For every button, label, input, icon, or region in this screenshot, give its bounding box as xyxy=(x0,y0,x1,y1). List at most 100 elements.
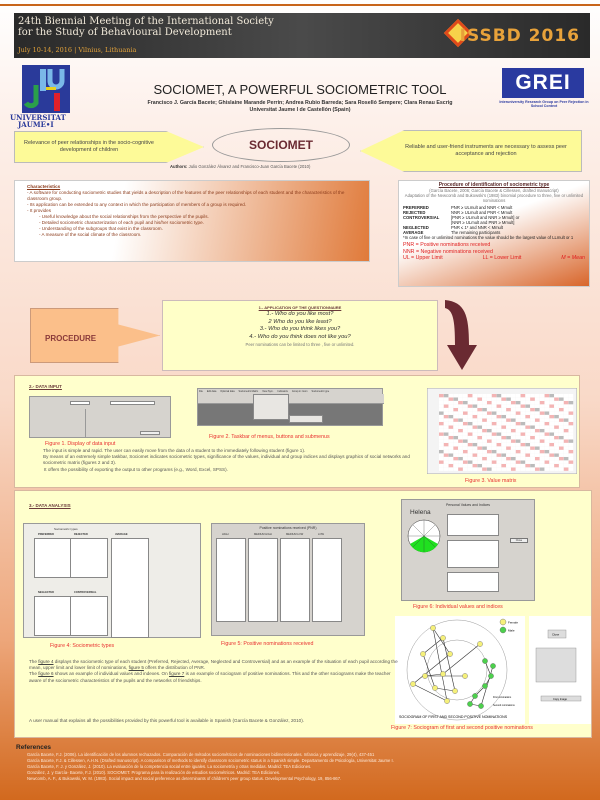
menu-item[interactable]: View Sym. xyxy=(262,390,274,393)
female-node[interactable] xyxy=(410,681,416,687)
female-node[interactable] xyxy=(452,688,458,694)
matrix-cell xyxy=(467,422,473,426)
rule-text: PNR ≤ 1* and NNR < Mmult xyxy=(451,225,503,230)
matrix-cell xyxy=(496,404,502,408)
matrix-cell xyxy=(515,467,521,471)
matrix-cell xyxy=(506,429,511,433)
matrix-cell xyxy=(439,394,444,398)
menu-item[interactable]: Sociometric type xyxy=(311,390,330,393)
reference-item: García Bacete, F. J. y González, J. (201… xyxy=(27,764,312,769)
matrix-cell xyxy=(467,429,473,433)
male-node[interactable] xyxy=(488,673,494,679)
female-node[interactable] xyxy=(477,641,483,647)
matrix-cell xyxy=(439,408,444,412)
pnr-list[interactable] xyxy=(248,538,278,622)
type-column-label: CONTROVERSIAL xyxy=(74,591,97,594)
uji-emblem-icon xyxy=(23,69,65,111)
figure7-link[interactable]: figure 7 xyxy=(168,671,185,677)
female-node[interactable] xyxy=(422,673,428,679)
matrix-cell xyxy=(544,411,550,415)
female-node[interactable] xyxy=(440,635,446,641)
matrix-cell xyxy=(549,446,554,450)
matrix-cell xyxy=(530,425,535,429)
pnr-list[interactable] xyxy=(312,538,342,622)
matrix-cell xyxy=(453,457,458,461)
pnr-list[interactable] xyxy=(280,538,310,622)
matrix-cell xyxy=(568,439,574,443)
female-node[interactable] xyxy=(432,685,438,691)
matrix-cell xyxy=(511,404,516,408)
matrix-cell xyxy=(544,432,550,436)
pnr-list[interactable] xyxy=(216,538,246,622)
type-list[interactable] xyxy=(34,596,72,636)
matrix-cell xyxy=(559,429,564,433)
matrix-cell xyxy=(458,408,463,412)
figure6-link[interactable]: figure 6 xyxy=(38,671,54,677)
matrix-cell xyxy=(487,408,492,412)
matrix-cell xyxy=(549,397,554,401)
matrix-cell xyxy=(448,415,454,419)
matrix-cell xyxy=(453,422,458,426)
matrix-cell xyxy=(554,432,559,436)
matrix-cell xyxy=(506,446,511,450)
female-node[interactable] xyxy=(444,698,450,704)
male-node[interactable] xyxy=(482,683,488,689)
matrix-cell xyxy=(482,467,487,471)
menu-item[interactable]: File xyxy=(199,390,203,393)
matrix-cell xyxy=(443,460,449,464)
matrix-cell xyxy=(549,436,554,440)
type-list[interactable] xyxy=(70,538,108,578)
matrix-cell xyxy=(563,418,569,422)
male-node[interactable] xyxy=(478,703,484,709)
matrix-cell xyxy=(515,450,521,454)
instruments-arrow: Reliable and user-friend instruments are… xyxy=(360,130,582,172)
nomination-edge xyxy=(424,673,444,677)
matrix-cell xyxy=(568,450,574,454)
figure4-link[interactable]: figure 4 xyxy=(38,659,54,664)
sociogram-close-button[interactable] xyxy=(547,629,567,639)
matrix-cell xyxy=(525,450,530,454)
male-node[interactable] xyxy=(490,663,496,669)
matrix-cell xyxy=(549,418,554,422)
matrix-cell xyxy=(525,439,530,443)
male-node[interactable] xyxy=(482,658,488,664)
close-button[interactable]: Close xyxy=(510,538,528,543)
matrix-cell xyxy=(530,446,535,450)
matrix-cell xyxy=(482,453,487,457)
matrix-cell xyxy=(549,457,554,461)
matrix-cell xyxy=(458,422,463,426)
matrix-cell xyxy=(520,450,526,454)
matrix-cell xyxy=(443,436,449,440)
data-analysis-panel: 3.- DATA ANALYSIS Sociometric types PREF… xyxy=(14,490,592,738)
matrix-cell xyxy=(559,401,564,405)
menu-item[interactable]: Edit data xyxy=(206,390,217,393)
matrix-cell xyxy=(491,450,497,454)
matrix-cell xyxy=(530,443,535,447)
female-node[interactable] xyxy=(420,651,426,657)
menu-item[interactable]: Group in zoom xyxy=(291,390,308,393)
matrix-cell xyxy=(496,394,502,398)
type-list[interactable] xyxy=(111,538,149,638)
male-node[interactable] xyxy=(467,701,473,707)
menu-item[interactable]: Optional data xyxy=(220,390,235,393)
menu-item[interactable]: Indicators xyxy=(277,390,288,393)
female-node[interactable] xyxy=(430,625,436,631)
female-node[interactable] xyxy=(440,671,446,677)
matrix-cell xyxy=(520,457,526,461)
data-input-text: The input is simple and rapid. The user … xyxy=(43,448,306,453)
matrix-cell xyxy=(443,415,449,419)
matrix-cell xyxy=(458,467,463,471)
matrix-cell xyxy=(530,415,535,419)
matrix-cell xyxy=(515,460,521,464)
matrix-cell xyxy=(563,460,569,464)
matrix-cell xyxy=(568,429,574,433)
menu-item[interactable]: Sociometric Matrix xyxy=(238,390,259,393)
male-node[interactable] xyxy=(472,693,478,699)
female-node[interactable] xyxy=(462,673,468,679)
female-node[interactable] xyxy=(447,651,453,657)
figure5-link[interactable]: figure 5 xyxy=(128,665,144,671)
type-list[interactable] xyxy=(70,596,108,636)
type-list[interactable] xyxy=(34,538,72,578)
copy-image-button[interactable] xyxy=(540,695,582,702)
